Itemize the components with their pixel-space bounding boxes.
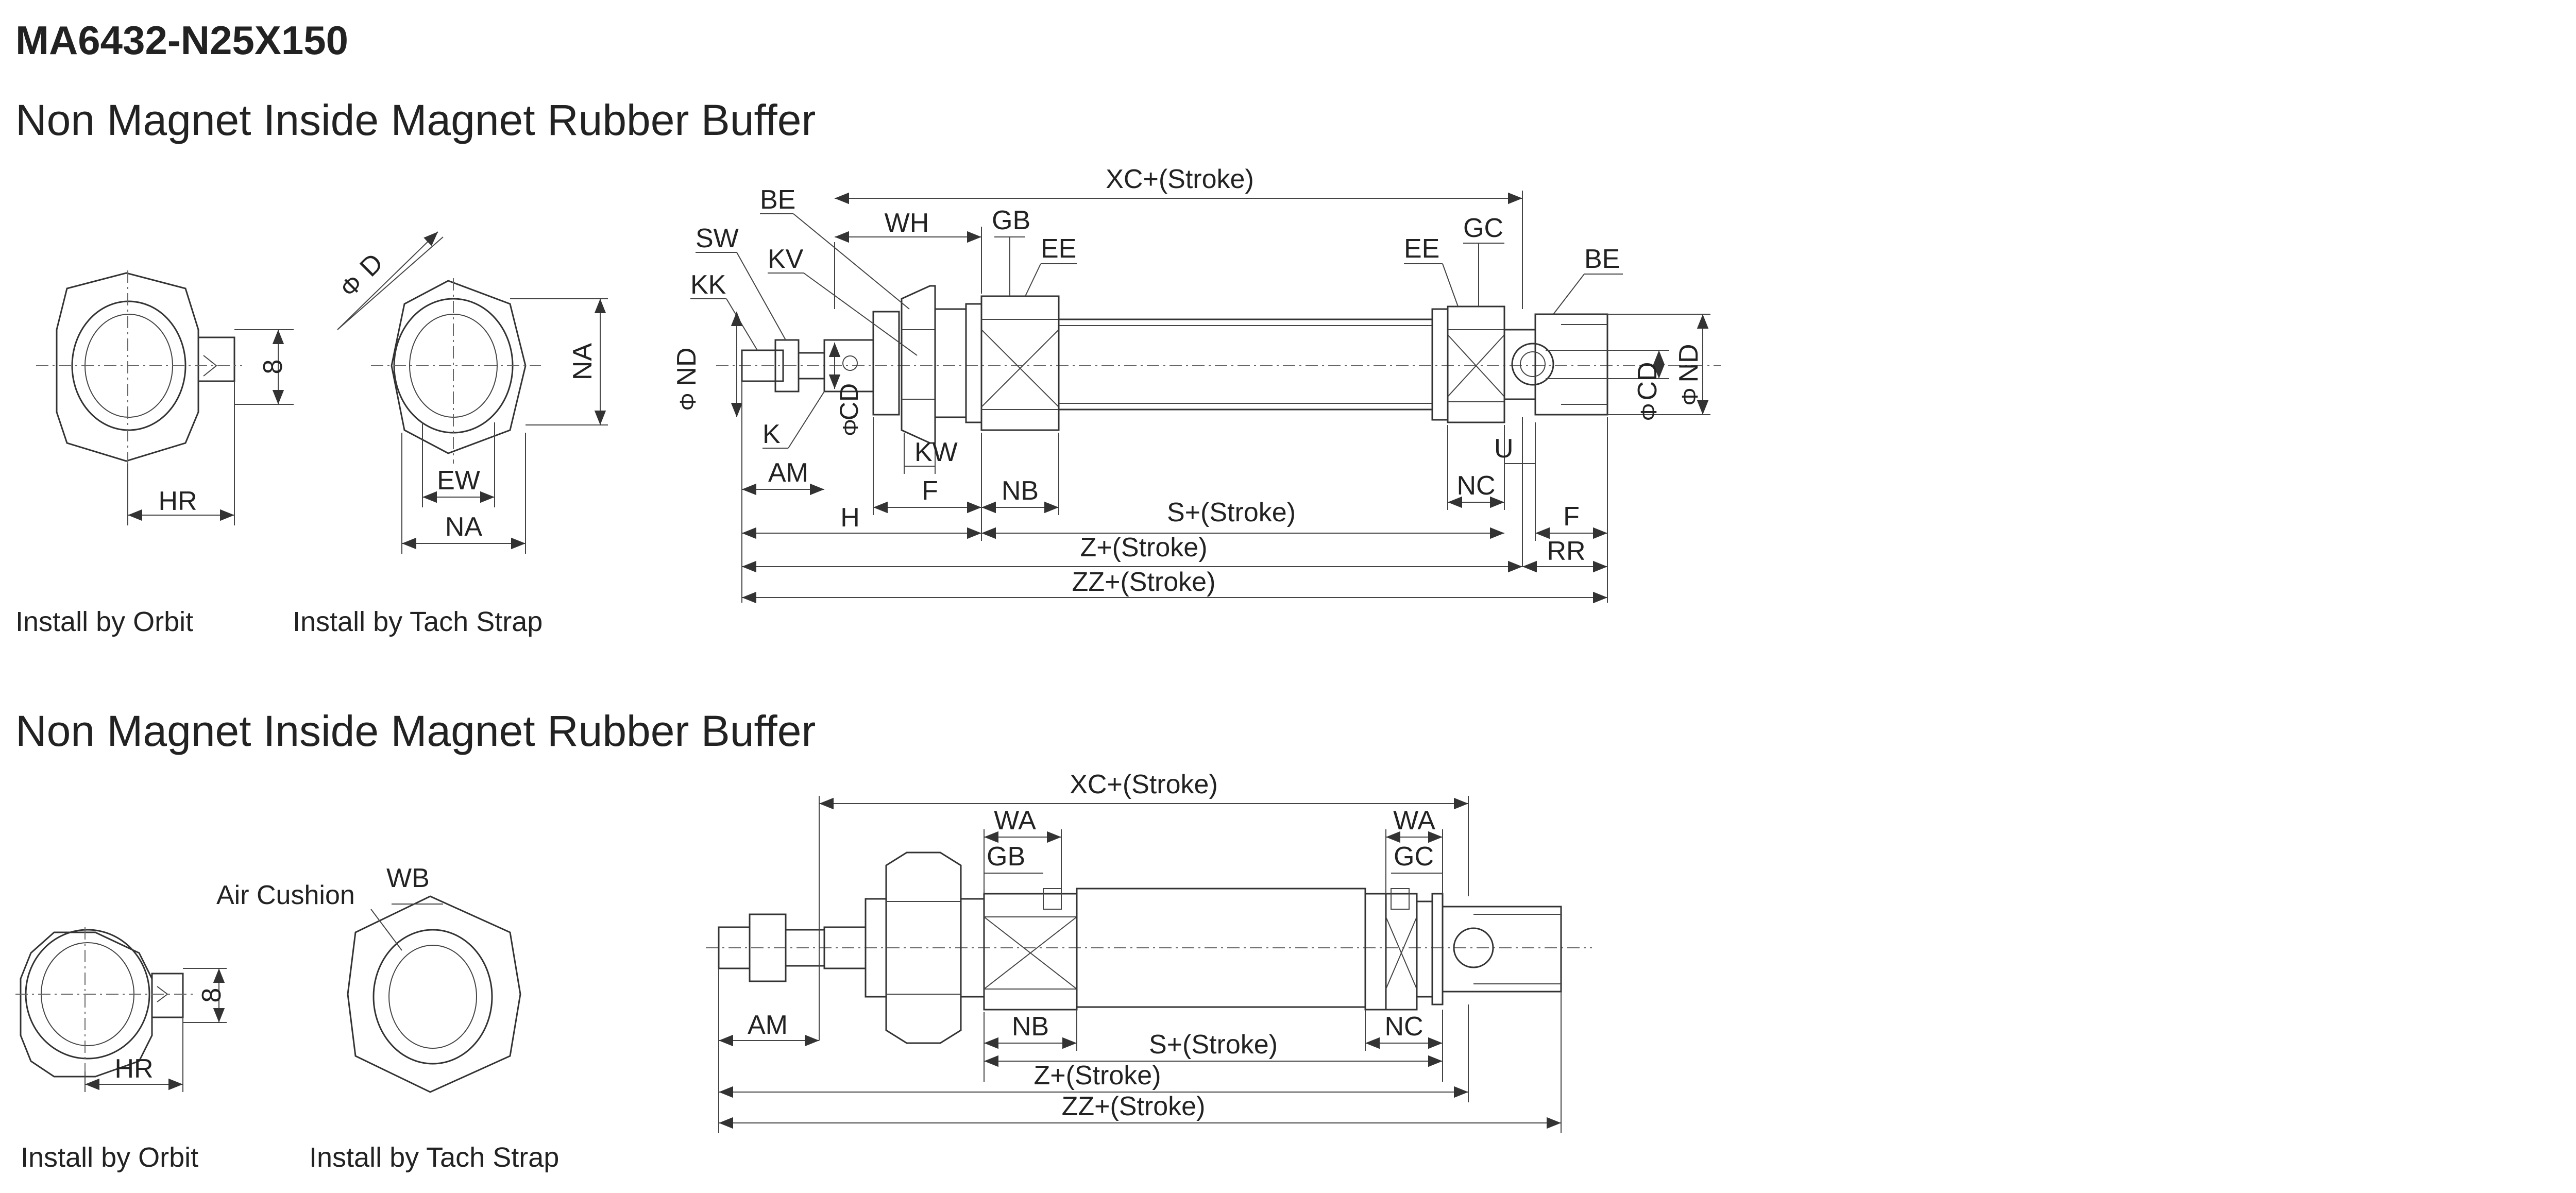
- s1-label-nd-right-phi: Φ: [1677, 387, 1703, 405]
- s2-label-hr: HR: [114, 1054, 153, 1084]
- s1-caption-tach: Install by Tach Strap: [293, 606, 543, 637]
- s1-label-ee-right: EE: [1404, 234, 1439, 264]
- section2-orbit-view: 8 HR: [15, 927, 227, 1092]
- s2-label-nc: NC: [1384, 1012, 1423, 1042]
- s1-label-f-right: F: [1563, 502, 1580, 532]
- s2-label-gc: GC: [1394, 842, 1434, 872]
- s1-label-cd-right-phi: Φ: [1636, 403, 1662, 421]
- s1-label-h: H: [840, 503, 860, 533]
- s2-label-gb: GB: [987, 842, 1025, 872]
- s1-label-xc: XC+(Stroke): [1106, 164, 1254, 194]
- s1-label-gc: GC: [1463, 213, 1503, 243]
- s1-label-u: U: [1494, 434, 1514, 464]
- s2-label-xc: XC+(Stroke): [1070, 770, 1218, 799]
- section1-cylinder: XC+(Stroke) WH GB BE SW KV KK ND Φ CD Φ …: [672, 164, 1721, 604]
- s1-label-ee-left: EE: [1041, 234, 1076, 264]
- section1-tach-view: NA D Φ EW NA: [335, 231, 608, 554]
- s2-label-nb: NB: [1012, 1012, 1049, 1042]
- section2-cylinder: XC+(Stroke) WA GB WA GC AM NB NC S+(Stro…: [706, 770, 1592, 1133]
- s1-label-ew: EW: [437, 466, 480, 496]
- s1-label-rr: RR: [1547, 536, 1585, 566]
- section1-orbit-view: 8 HR: [36, 270, 294, 525]
- page-title: MA6432-N25X150: [15, 18, 348, 63]
- s1-label-kw: KW: [914, 437, 958, 467]
- s1-label-hr: HR: [158, 486, 197, 516]
- s2-caption-tach: Install by Tach Strap: [309, 1142, 559, 1173]
- s1-label-k: K: [762, 419, 781, 449]
- s1-label-phi-d: D: [354, 248, 389, 283]
- s1-label-cd-right: CD: [1633, 362, 1663, 400]
- s1-label-wh: WH: [885, 208, 929, 238]
- s1-label-s: S+(Stroke): [1167, 498, 1296, 527]
- s2-label-z: Z+(Stroke): [1033, 1061, 1161, 1090]
- s1-label-nd-left-phi: Φ: [675, 393, 701, 411]
- s1-label-phi-d-symbol: Φ: [335, 269, 368, 303]
- s2-label-zz: ZZ+(Stroke): [1062, 1092, 1206, 1121]
- s2-label-s: S+(Stroke): [1149, 1030, 1278, 1060]
- s1-label-be-left: BE: [760, 185, 795, 215]
- s2-label-air-cushion: Air Cushion: [216, 880, 355, 910]
- s1-label-be-right: BE: [1584, 244, 1620, 274]
- s1-label-nd-left: ND: [672, 347, 702, 386]
- s1-label-kk: KK: [690, 270, 726, 300]
- s1-label-z: Z+(Stroke): [1080, 533, 1207, 563]
- section1-heading: Non Magnet Inside Magnet Rubber Buffer: [15, 96, 816, 144]
- s2-label-wa-left: WA: [994, 806, 1036, 836]
- s2-label-b: 8: [197, 988, 227, 1003]
- s2-label-wb: WB: [386, 863, 430, 893]
- s1-label-cd-left-phi: Φ: [838, 419, 862, 436]
- s1-label-am: AM: [768, 458, 808, 488]
- section2-heading: Non Magnet Inside Magnet Rubber Buffer: [15, 707, 816, 755]
- s1-label-na-horizontal: NA: [445, 512, 483, 542]
- s1-label-sw: SW: [696, 224, 739, 253]
- s1-label-b: 8: [258, 360, 288, 374]
- section2-tach-view: Air Cushion WB: [216, 863, 521, 1093]
- s1-label-f-left: F: [922, 476, 938, 506]
- s2-caption-orbit: Install by Orbit: [21, 1142, 198, 1173]
- s1-label-zz: ZZ+(Stroke): [1072, 567, 1216, 597]
- s1-label-nb: NB: [1002, 476, 1039, 506]
- s1-label-nd-right: ND: [1674, 344, 1704, 382]
- s1-caption-orbit: Install by Orbit: [15, 606, 193, 637]
- s2-label-am: AM: [748, 1010, 788, 1040]
- s1-label-cd-left: CD: [835, 383, 863, 420]
- s1-label-gb: GB: [992, 206, 1030, 235]
- s1-label-nc: NC: [1456, 471, 1495, 501]
- s1-label-kv: KV: [768, 244, 804, 274]
- s1-label-na-vertical: NA: [568, 343, 598, 381]
- s2-label-wa-right: WA: [1393, 806, 1435, 836]
